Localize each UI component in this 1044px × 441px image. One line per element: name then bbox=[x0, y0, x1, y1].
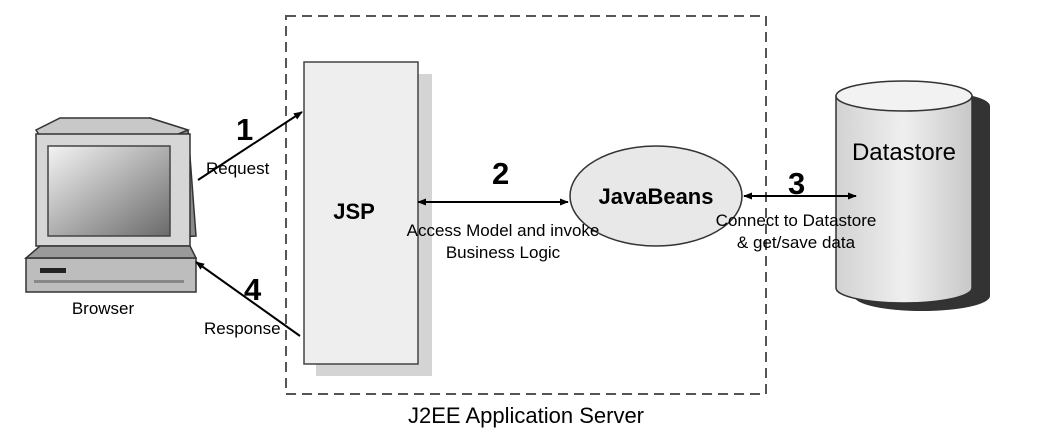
response-label: Response bbox=[204, 319, 281, 338]
jsp-box bbox=[303, 61, 419, 365]
application-server-label: J2EE Application Server bbox=[408, 403, 644, 428]
step-3-number: 3 bbox=[788, 166, 805, 201]
request-label: Request bbox=[206, 159, 270, 178]
computer-icon bbox=[23, 116, 198, 293]
response-arrow bbox=[195, 261, 301, 337]
datastore-connection-label-line2: & get/save data bbox=[737, 233, 856, 252]
database-cylinder-icon bbox=[835, 80, 990, 311]
jsp-label: JSP bbox=[333, 199, 375, 224]
step-2-number: 2 bbox=[492, 156, 509, 191]
javabeans-label: JavaBeans bbox=[599, 184, 714, 209]
datastore-connection-label-line1: Connect to Datastore bbox=[716, 211, 877, 230]
datastore-label: Datastore bbox=[852, 139, 956, 166]
step-1-number: 1 bbox=[236, 112, 253, 147]
application-server-boundary bbox=[285, 15, 767, 395]
access-model-label-line2: Business Logic bbox=[446, 243, 561, 262]
step-4-number: 4 bbox=[244, 272, 262, 307]
javabeans-ellipse bbox=[569, 145, 743, 247]
browser-label: Browser bbox=[72, 299, 135, 318]
access-model-label-line1: Access Model and invoke bbox=[407, 221, 600, 240]
request-arrow bbox=[197, 111, 303, 181]
